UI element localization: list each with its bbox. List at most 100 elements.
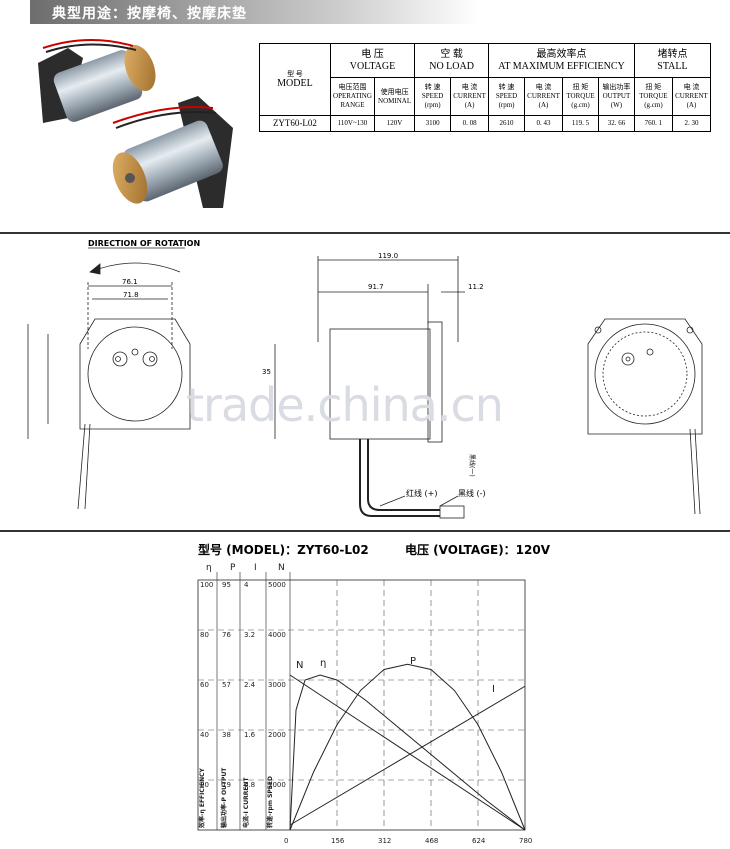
cell-nominal: 120V [374, 115, 416, 132]
sub-me-current-cn: 电 流 [535, 83, 552, 91]
series-line-n [289, 674, 526, 831]
stall-header-en: STALL [657, 60, 688, 72]
series-label: I [492, 684, 495, 695]
dim-35: 35 [262, 368, 271, 376]
sub-me-output-unit: (W) [610, 101, 623, 109]
current-tick: 4 [244, 581, 249, 589]
cell-me-current: 0. 43 [524, 115, 564, 132]
red-wire-label: 红线 (+) [406, 488, 438, 498]
scale-header: P [230, 563, 236, 573]
divider-top [0, 232, 730, 234]
table-row: ZYT60-L02 110V~130 120V 3100 0. 08 2610 … [259, 115, 712, 132]
efficiency-tick: 100 [200, 581, 213, 589]
sub-nl-current-cn: 电 流 [461, 83, 478, 91]
sub-op-range-en2: RANGE [340, 101, 365, 109]
sub-nl-speed-en: SPEED [421, 92, 444, 100]
mechanical-drawings: DIRECTION OF ROTATION 76.1 71.8 119.0 91… [27, 239, 703, 519]
sub-me-speed-en: SPEED [495, 92, 518, 100]
cell-me-torque: 119. 5 [562, 115, 599, 132]
sub-nominal-cn: 使用电压 [380, 87, 409, 96]
sub-me-torque-cn: 扭 矩 [572, 83, 589, 91]
current-tick: 0.8 [244, 781, 255, 789]
scale-header: I [254, 563, 257, 573]
sub-me-current-unit: (A) [538, 101, 549, 109]
header-banner: 典型用途：按摩椅、按摩床垫 [30, 0, 480, 24]
x-tick-label: 0 [284, 837, 288, 845]
efficiency-tick: 40 [200, 731, 209, 739]
direction-label: DIRECTION OF ROTATION [88, 239, 200, 248]
speed-tick: 4000 [268, 631, 286, 639]
x-tick-label: 312 [378, 837, 391, 845]
sub-st-torque-en: TORQUE [639, 92, 668, 100]
series-label: N [296, 660, 303, 671]
sub-nl-current-en: CURRENT [453, 92, 486, 100]
sub-op-range-cn: 电压范围 [338, 83, 367, 91]
sub-nl-current-unit: (A) [464, 101, 475, 109]
dim-76-1: 76.1 [122, 278, 138, 286]
efficiency-tick: 80 [200, 631, 209, 639]
sub-me-speed-unit: (rpm) [498, 101, 515, 109]
dim-71-8: 71.8 [123, 291, 139, 299]
series-line-eta [289, 674, 526, 831]
sub-op-range-en1: OPERATING [333, 92, 372, 100]
side-note: 黑线(一) [468, 454, 476, 477]
scale-header: η [206, 563, 212, 573]
motor-photo-bottom [112, 96, 233, 208]
axis-title: 效率-η EFFICIENCY [198, 767, 206, 828]
current-tick: 1.6 [244, 731, 256, 739]
stall-header-cn: 堵转点 [657, 48, 688, 60]
efficiency-tick: 60 [200, 681, 209, 689]
axis-title: 输出功率-P OUTPUT [220, 767, 228, 828]
scale-header: N [278, 563, 285, 573]
chart-voltage-title: 电压 (VOLTAGE)：120V [405, 543, 551, 557]
model-header-en: MODEL [277, 78, 313, 89]
current-tick: 2.4 [244, 681, 256, 689]
series-label: P [410, 656, 416, 667]
output-tick: 95 [222, 581, 231, 589]
output-tick: 19 [222, 781, 231, 789]
x-tick-label: 780 [519, 837, 532, 845]
axis-title: 转速-rpm SPEED [266, 776, 274, 828]
cell-st-torque: 760. 1 [633, 115, 673, 132]
black-wire-label: 黑线 (-) [458, 488, 486, 498]
model-header-cn: 型 号 [287, 70, 303, 78]
sub-st-current-en: CURRENT [675, 92, 708, 100]
output-tick: 57 [222, 681, 231, 689]
sub-st-torque-cn: 扭 矩 [645, 83, 662, 91]
sub-me-torque-unit: (g.cm) [571, 101, 590, 109]
front-view-drawing: DIRECTION OF ROTATION 76.1 71.8 [27, 239, 200, 510]
series-line-p [289, 663, 526, 831]
sub-me-output-en: OUTPUT [602, 92, 631, 100]
cell-st-current: 2. 30 [671, 115, 712, 132]
dim-91-7: 91.7 [368, 283, 384, 291]
current-tick: 3.2 [244, 631, 255, 639]
voltage-header-en: VOLTAGE [349, 60, 396, 72]
rear-view-drawing [587, 318, 703, 515]
speed-tick: 2000 [268, 731, 286, 739]
x-tick-label: 624 [472, 837, 486, 845]
x-tick-label: 468 [425, 837, 438, 845]
sub-me-speed-cn: 转 速 [498, 83, 515, 91]
maxeff-header-en: AT MAXIMUM EFFICIENCY [498, 60, 625, 72]
cell-model: ZYT60-L02 [259, 115, 331, 132]
output-tick: 76 [222, 631, 231, 639]
side-view-drawing: 119.0 91.7 11.2 35 红线 (+) 黑线 (-) 黑线(一) [262, 252, 486, 519]
cell-me-output: 32. 66 [597, 115, 635, 132]
sub-st-current-cn: 电 流 [683, 83, 700, 91]
motor-photo-top [38, 39, 156, 123]
divider-bottom [0, 530, 730, 532]
x-tick-label: 156 [331, 837, 345, 845]
